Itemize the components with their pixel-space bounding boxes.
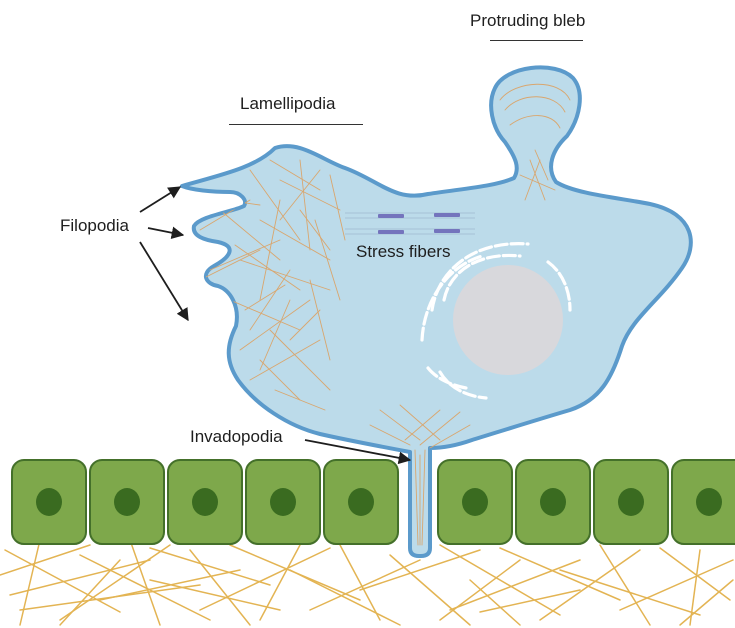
lamellipodia-label: Lamellipodia: [240, 95, 335, 112]
epithelial-nucleus: [348, 488, 374, 516]
filopodia-label: Filopodia: [60, 217, 129, 234]
epithelial-nucleus: [192, 488, 218, 516]
protruding-bleb-label: Protruding bleb: [470, 12, 585, 29]
protruding-bleb-underline: [490, 40, 583, 41]
stress-fiber-bar: [378, 230, 404, 234]
epithelial-nucleus: [696, 488, 722, 516]
invadopodia-label: Invadopodia: [190, 428, 283, 445]
epithelial-nucleus: [540, 488, 566, 516]
matrix-fibers: [0, 540, 733, 625]
stress-fibers-label: Stress fibers: [356, 243, 450, 260]
filopodia-arrow-top: [140, 187, 180, 212]
filopodia-arrows: [140, 187, 188, 320]
filopodia-arrow-middle: [148, 228, 183, 235]
nucleus: [453, 265, 563, 375]
lamellipodia-underline: [229, 124, 363, 125]
epithelial-nucleus: [36, 488, 62, 516]
epithelial-nucleus: [618, 488, 644, 516]
epithelial-layer: [12, 460, 735, 544]
epithelial-nucleus: [114, 488, 140, 516]
epithelial-nucleus: [462, 488, 488, 516]
stress-fiber-bar: [378, 214, 404, 218]
filopodia-arrow-bottom: [140, 242, 188, 320]
stress-fiber-bar: [434, 229, 460, 233]
epithelial-nucleus: [270, 488, 296, 516]
stress-fiber-bar: [434, 213, 460, 217]
